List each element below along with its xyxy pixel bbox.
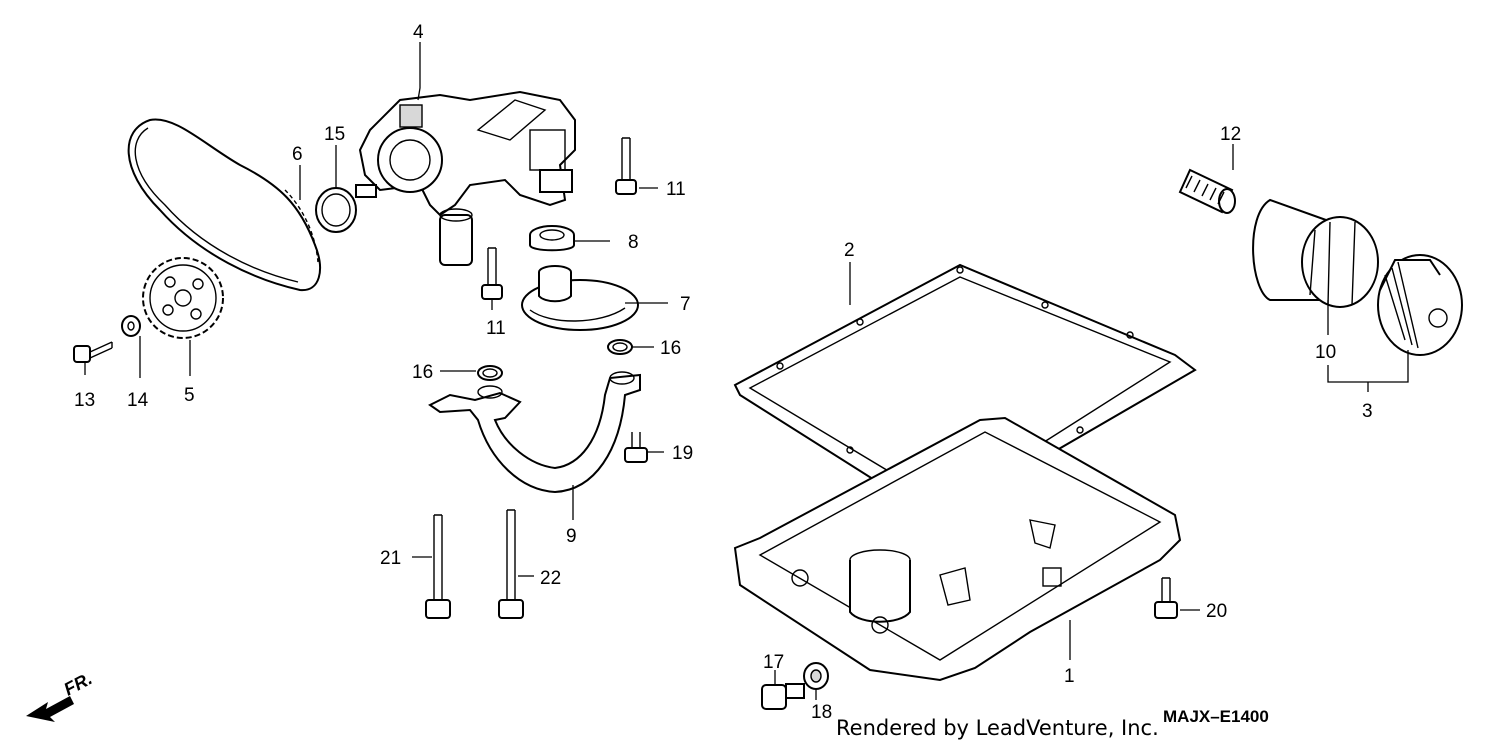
- callout-17: 17: [763, 652, 784, 673]
- callout-10: 10: [1315, 342, 1336, 363]
- callout-9: 9: [566, 526, 577, 547]
- leader-lines: [84, 42, 1409, 700]
- pipe-bolt: [624, 432, 648, 463]
- callout-11-upper: 11: [666, 179, 686, 200]
- pump-bolt-upper: [615, 137, 637, 195]
- drain-bolt: [761, 683, 805, 710]
- oil-pump-sprocket: [142, 257, 224, 339]
- oil-strainer: [521, 265, 639, 331]
- o-ring-strainer: [607, 339, 633, 355]
- pan-bolt: [1154, 577, 1178, 619]
- pump-o-ring: [315, 187, 357, 233]
- callout-11-lower: 11: [486, 318, 506, 339]
- callout-8: 8: [628, 232, 639, 253]
- sprocket-bolt: [73, 341, 113, 363]
- callout-1: 1: [1064, 666, 1075, 687]
- callout-5: 5: [184, 385, 195, 406]
- front-direction-marker: FR.: [26, 668, 95, 722]
- callout-16-right: 16: [660, 338, 681, 359]
- long-bolt-22: [498, 509, 524, 619]
- long-bolt-21: [425, 514, 451, 619]
- callout-7: 7: [680, 294, 691, 315]
- callout-3: 3: [1362, 401, 1373, 422]
- callout-21: 21: [380, 548, 401, 569]
- callout-2: 2: [844, 240, 855, 261]
- drain-washer: [803, 662, 829, 690]
- oil-pan: [733, 416, 1182, 682]
- oil-pipe: [428, 371, 641, 494]
- callout-12: 12: [1220, 124, 1241, 145]
- callout-14: 14: [127, 390, 149, 411]
- diagram-code: MAJX–E1400: [1163, 707, 1269, 726]
- pump-bolt-lower: [481, 247, 503, 300]
- oil-pump-assembly: [355, 90, 576, 266]
- callout-13: 13: [74, 390, 95, 411]
- oil-pan-gasket: [733, 263, 1197, 517]
- callout-22: 22: [540, 568, 561, 589]
- cam-chain: [127, 118, 321, 292]
- callout-19: 19: [672, 443, 693, 464]
- credit-text: Rendered by LeadVenture, Inc.: [836, 716, 1159, 740]
- oil-filter-element: [1252, 198, 1379, 308]
- callout-4: 4: [413, 22, 424, 43]
- front-arrow-icon: [26, 696, 74, 722]
- oil-filter-boss: [1178, 168, 1236, 214]
- o-ring-pipe: [477, 365, 503, 381]
- callout-16-left: 16: [412, 362, 433, 383]
- callout-15: 15: [324, 124, 345, 145]
- oil-filter-cartridge: [1377, 254, 1463, 356]
- callout-6: 6: [292, 144, 303, 165]
- callout-numbers: 1 2 3 4 5 6 7 8 9 10 11 11 12 13 14 15 1…: [74, 22, 1373, 723]
- callout-18: 18: [811, 702, 832, 723]
- callout-20: 20: [1206, 601, 1227, 622]
- pump-collar: [529, 225, 575, 252]
- front-label: FR.: [60, 668, 95, 699]
- sprocket-washer: [121, 315, 141, 337]
